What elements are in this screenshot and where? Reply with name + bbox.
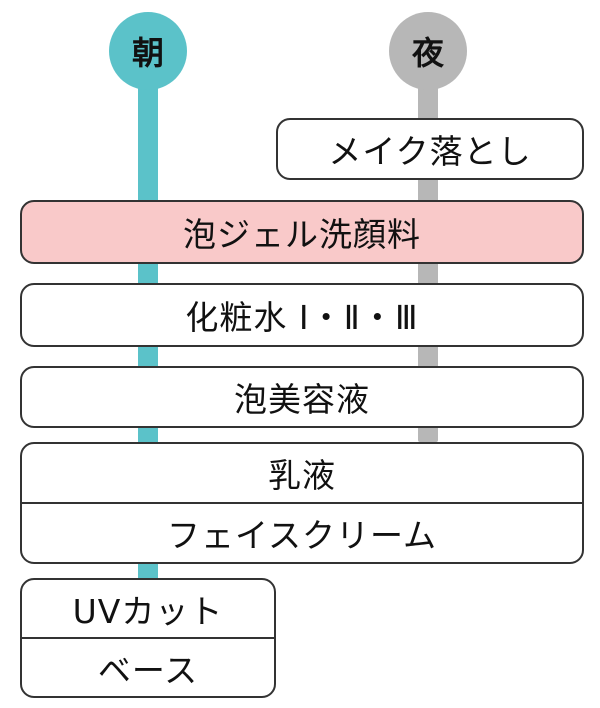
step-foam-serum: 泡美容液 bbox=[20, 366, 584, 428]
step-lotion-label: 化粧水 Ⅰ・Ⅱ・Ⅲ bbox=[185, 298, 419, 337]
step-uv-cut-label: UVカット bbox=[72, 591, 224, 631]
step-emulsion: 乳液 bbox=[22, 444, 582, 502]
step-face-cream-label: フェイスクリーム bbox=[166, 516, 438, 555]
step-base: ベース bbox=[22, 637, 274, 696]
step-lotion: 化粧水 Ⅰ・Ⅱ・Ⅲ bbox=[20, 283, 584, 347]
night-marker: 夜 bbox=[389, 12, 467, 90]
morning-label: 朝 bbox=[131, 34, 164, 72]
step-makeup-remover: メイク落とし bbox=[276, 118, 584, 180]
step-emulsion-label: 乳液 bbox=[268, 456, 336, 495]
step-emulsion-cream-group: 乳液 フェイスクリーム bbox=[20, 442, 584, 564]
step-foam-serum-label: 泡美容液 bbox=[234, 380, 370, 419]
morning-marker: 朝 bbox=[109, 12, 187, 90]
step-makeup-remover-label: メイク落とし bbox=[328, 132, 532, 171]
step-base-label: ベース bbox=[97, 650, 199, 690]
step-uv-cut: UVカット bbox=[22, 580, 274, 637]
night-label: 夜 bbox=[411, 34, 444, 72]
step-foam-gel-cleanser: 泡ジェル洗顔料 bbox=[20, 200, 584, 264]
step-face-cream: フェイスクリーム bbox=[22, 502, 582, 562]
step-foam-gel-cleanser-label: 泡ジェル洗顔料 bbox=[183, 215, 421, 254]
step-uv-base-group: UVカット ベース bbox=[20, 578, 276, 698]
